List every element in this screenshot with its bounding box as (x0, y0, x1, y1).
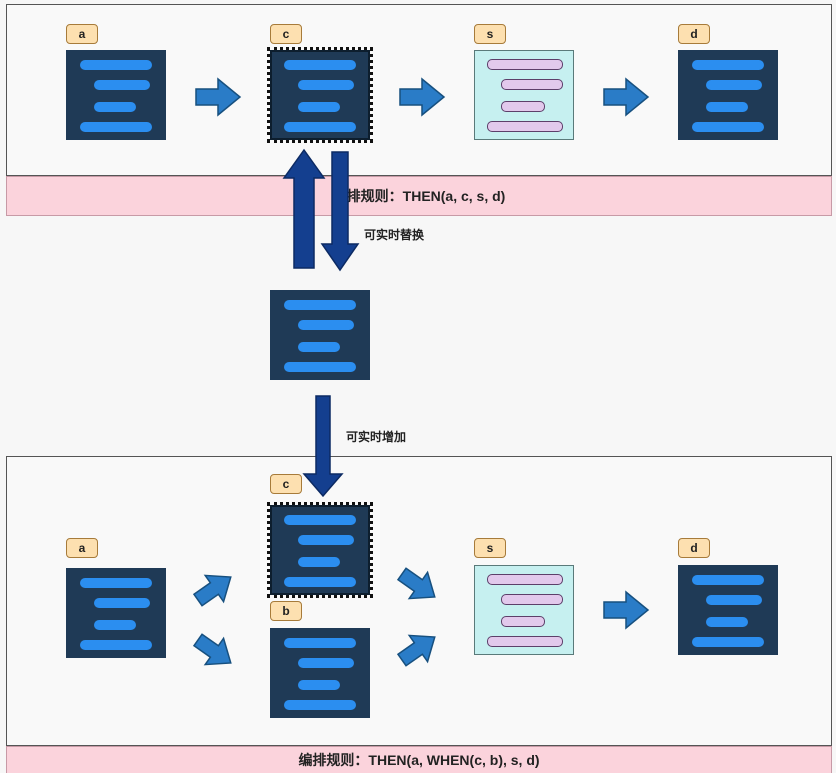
replace-note: 可实时替换 (364, 228, 425, 242)
tag-s-top: s (474, 24, 506, 44)
node-c-bottom[interactable] (267, 502, 373, 598)
node-d-top[interactable] (678, 50, 778, 140)
node-a-top[interactable] (66, 50, 166, 140)
node-s-top[interactable] (474, 50, 574, 140)
node-s-bottom[interactable] (474, 565, 574, 655)
tag-a-top: a (66, 24, 98, 44)
node-b-bottom[interactable] (270, 628, 370, 718)
bottom-rule-bar: 编排规则：THEN(a, WHEN(c, b), s, d) (6, 746, 832, 773)
node-d-bottom[interactable] (678, 565, 778, 655)
tag-s-bottom: s (474, 538, 506, 558)
node-c-top[interactable] (267, 47, 373, 143)
tag-d-top: d (678, 24, 710, 44)
top-rule-bar: 编排规则：THEN(a, c, s, d) (6, 176, 832, 216)
node-a-bottom[interactable] (66, 568, 166, 658)
add-note: 可实时增加 (346, 430, 407, 444)
tag-c-top: c (270, 24, 302, 44)
tag-a-bottom: a (66, 538, 98, 558)
tag-c-bottom: c (270, 474, 302, 494)
tag-b-bottom: b (270, 601, 302, 621)
replacement-node[interactable] (270, 290, 370, 380)
tag-d-bottom: d (678, 538, 710, 558)
